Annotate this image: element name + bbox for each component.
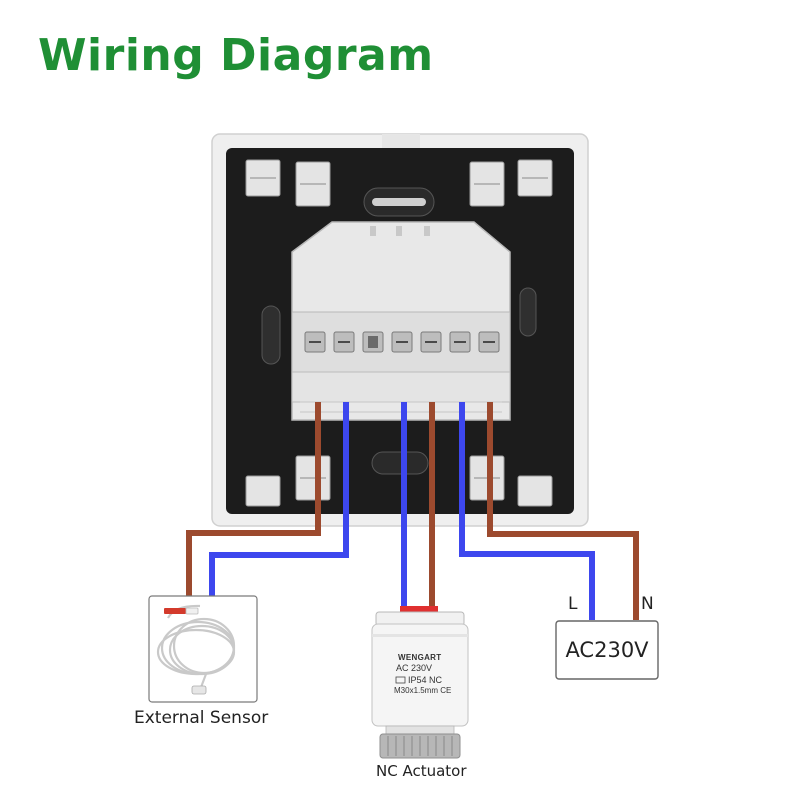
neutral-label: N: [641, 594, 654, 614]
wire-blue-sensor: [209, 402, 349, 598]
wire-brown-neutral: [487, 402, 639, 620]
live-label: L: [568, 594, 578, 614]
terminal-screws: [304, 331, 500, 353]
actuator-brand: WENGART: [398, 653, 442, 662]
actuator-thread: M30x1.5mm CE: [394, 686, 452, 695]
nc-actuator: [371, 606, 469, 759]
external-sensor: [148, 595, 258, 703]
nc-actuator-label: NC Actuator: [376, 762, 467, 780]
external-sensor-label: External Sensor: [134, 708, 269, 728]
wire-blue-live: [459, 402, 595, 620]
power-supply-box: [555, 620, 659, 680]
actuator-voltage: AC 230V: [396, 663, 433, 673]
actuator-rating: IP54 NC: [408, 675, 443, 685]
diagram-title: Wiring Diagram: [38, 30, 434, 81]
terminal-block: [291, 221, 511, 421]
power-supply-label: AC230V: [565, 638, 649, 662]
wire-brown-sensor: [186, 402, 321, 598]
wires: [186, 402, 639, 620]
